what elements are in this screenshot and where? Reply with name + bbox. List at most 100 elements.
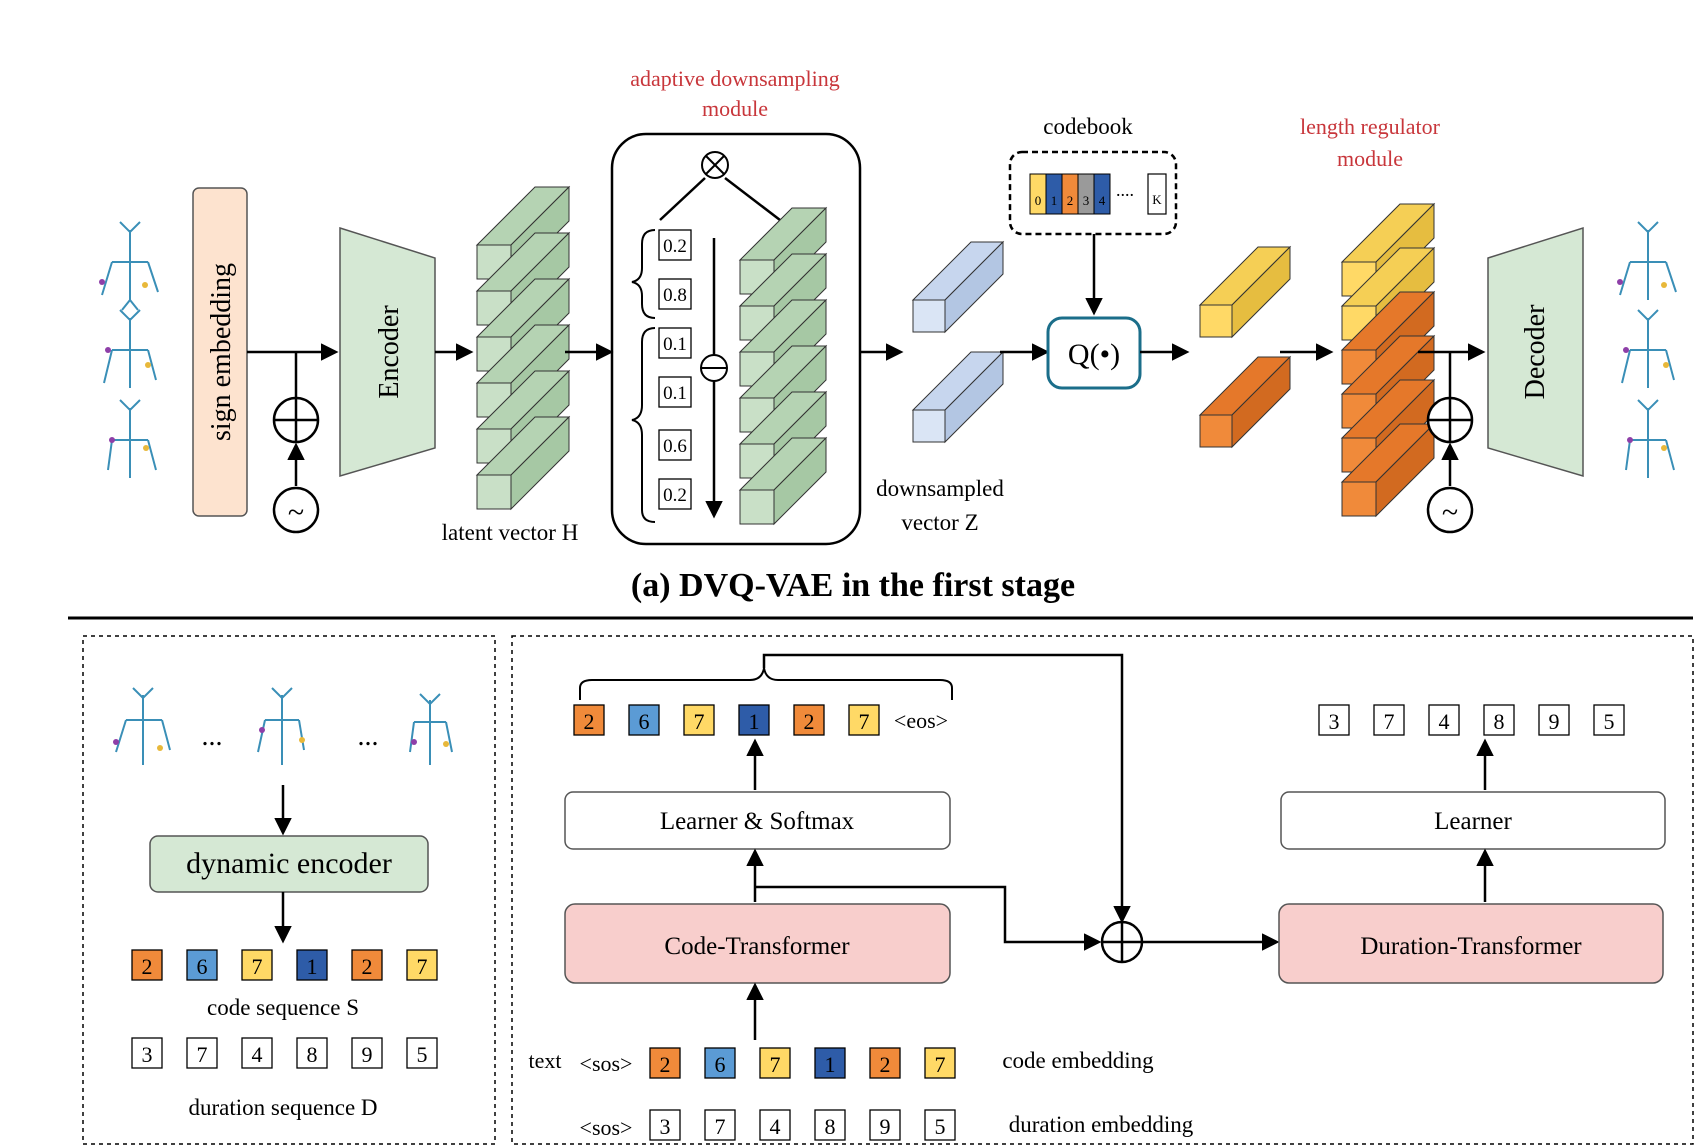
weight-list: 0.20.80.10.10.60.2 bbox=[658, 229, 692, 510]
module-vector-stack bbox=[738, 206, 828, 526]
length-regulator-line2: module bbox=[1337, 146, 1403, 171]
stage-one-caption: (a) DVQ-VAE in the first stage bbox=[631, 567, 1075, 604]
code-token-box bbox=[296, 949, 328, 981]
right-panel bbox=[511, 635, 1694, 1145]
code-token-value: 6 bbox=[197, 954, 208, 979]
input-duration-token-box bbox=[869, 1109, 901, 1141]
codebook-cell bbox=[1093, 173, 1111, 215]
duration-token-value: 9 bbox=[362, 1042, 373, 1067]
input-code-token-box bbox=[649, 1047, 681, 1079]
output-duration-token-box bbox=[1318, 704, 1350, 736]
quantized-vectors bbox=[1198, 245, 1292, 449]
code-embedding-label: code embedding bbox=[1002, 1048, 1154, 1073]
code-token-box bbox=[351, 949, 383, 981]
input-duration-token-box bbox=[649, 1109, 681, 1141]
text-token: text bbox=[529, 1048, 562, 1073]
module-vector-block bbox=[738, 436, 828, 526]
weight-box bbox=[658, 376, 692, 408]
duration-transformer-block bbox=[1278, 903, 1664, 984]
codebook-k-label: K bbox=[1152, 192, 1162, 207]
output-code-token-value: 6 bbox=[639, 709, 650, 734]
quantizer-label: Q(•) bbox=[1068, 338, 1120, 371]
output-code-token-box bbox=[628, 704, 660, 736]
output-code-token-box bbox=[793, 704, 825, 736]
weight-value: 0.2 bbox=[663, 485, 687, 506]
adaptive-downsampling-module bbox=[610, 132, 862, 546]
input-code-token-box bbox=[869, 1047, 901, 1079]
codebook-cell-label: 4 bbox=[1099, 193, 1106, 208]
input-duration-token-value: 7 bbox=[715, 1114, 726, 1139]
duration-token-box bbox=[406, 1037, 438, 1069]
input-duration-token-value: 9 bbox=[880, 1114, 891, 1139]
duration-token-box bbox=[351, 1037, 383, 1069]
input-code-token-value: 1 bbox=[825, 1052, 836, 1077]
output-duration-token-box bbox=[1428, 704, 1460, 736]
duration-token-value: 7 bbox=[197, 1042, 208, 1067]
output-code-token-value: 2 bbox=[804, 709, 815, 734]
duration-transformer-label: Duration-Transformer bbox=[1360, 933, 1582, 960]
codebook-label: codebook bbox=[1043, 114, 1133, 139]
eos-token: <eos> bbox=[894, 708, 948, 733]
duration-token-box bbox=[131, 1037, 163, 1069]
input-code-token-value: 6 bbox=[715, 1052, 726, 1077]
learner-label: Learner bbox=[1434, 808, 1512, 835]
codebook-cell-label: 3 bbox=[1083, 193, 1090, 208]
latent-vector-block bbox=[475, 415, 571, 511]
output-code-token-box bbox=[738, 704, 770, 736]
input-duration-token-box bbox=[814, 1109, 846, 1141]
input-duration-token-value: 3 bbox=[660, 1114, 671, 1139]
weight-box bbox=[658, 478, 692, 510]
ellipsis-2: ... bbox=[358, 721, 379, 752]
sign-embedding-label: sign embedding bbox=[206, 263, 237, 441]
encoder-block bbox=[339, 226, 436, 478]
output-brace bbox=[579, 667, 953, 700]
output-duration-token-value: 9 bbox=[1549, 709, 1560, 734]
weight-value: 0.2 bbox=[663, 236, 687, 257]
input-duration-token-box bbox=[924, 1109, 956, 1141]
duration-token-box bbox=[296, 1037, 328, 1069]
code-token-value: 7 bbox=[417, 954, 428, 979]
codebook-cell-label: 2 bbox=[1067, 193, 1074, 208]
code-token-value: 7 bbox=[252, 954, 263, 979]
input-code-token-box bbox=[759, 1047, 791, 1079]
skeleton-figure bbox=[115, 687, 453, 765]
noise-symbol: ~ bbox=[288, 496, 304, 529]
quantized-vector-block bbox=[1198, 245, 1292, 339]
code-token-box bbox=[406, 949, 438, 981]
input-code-token-value: 2 bbox=[660, 1052, 671, 1077]
weight-value: 0.1 bbox=[663, 383, 687, 404]
duration-embedding-label: duration embedding bbox=[1009, 1112, 1194, 1137]
codebook-cell-label: 1 bbox=[1051, 193, 1058, 208]
weight-value: 0.6 bbox=[663, 436, 687, 457]
skeleton-figure bbox=[1619, 221, 1677, 478]
code-token-value: 1 bbox=[307, 954, 318, 979]
input-duration-token-value: 5 bbox=[935, 1114, 946, 1139]
input-duration-token-box bbox=[759, 1109, 791, 1141]
dynamic-encoder-label: dynamic encoder bbox=[186, 847, 392, 880]
output-code-token-value: 2 bbox=[584, 709, 595, 734]
learner-softmax-label: Learner & Softmax bbox=[660, 808, 855, 835]
noise-icon bbox=[1426, 486, 1474, 534]
codebook-dots: .... bbox=[1116, 180, 1134, 200]
input-duration-token-value: 8 bbox=[825, 1114, 836, 1139]
code-sequence-label: code sequence S bbox=[207, 995, 359, 1020]
latent-vector-label: latent vector H bbox=[442, 520, 579, 545]
input-duration-token-box bbox=[704, 1109, 736, 1141]
weight-value: 0.8 bbox=[663, 285, 687, 306]
output-code-token-box bbox=[683, 704, 715, 736]
output-duration-token-box bbox=[1538, 704, 1570, 736]
duration-token-value: 8 bbox=[307, 1042, 318, 1067]
downsampled-label-line1: downsampled bbox=[876, 476, 1004, 501]
output-duration-token-value: 3 bbox=[1329, 709, 1340, 734]
output-duration-token-value: 5 bbox=[1604, 709, 1615, 734]
output-code-token-box bbox=[848, 704, 880, 736]
codebook-cell-k bbox=[1147, 173, 1167, 215]
output-duration-token-box bbox=[1483, 704, 1515, 736]
